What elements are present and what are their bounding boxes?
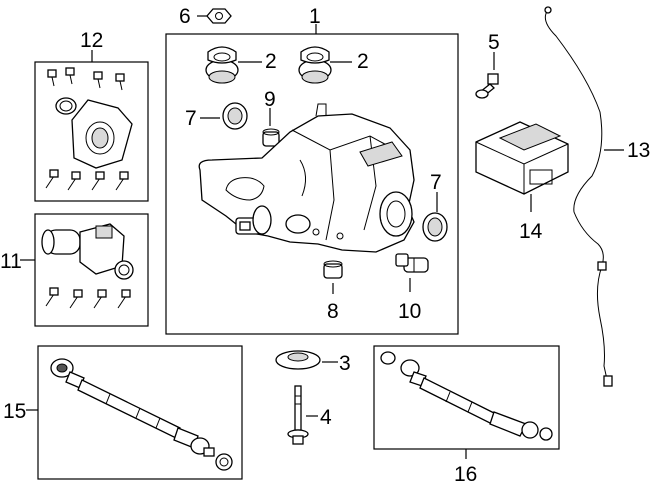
part-3-washer [275, 350, 321, 370]
callout-2-right: 2 [357, 50, 369, 73]
callout-5: 5 [488, 31, 500, 54]
part-12-pump-housing [45, 67, 133, 191]
box-part-15 [37, 345, 243, 480]
part-9-bushing [262, 128, 280, 147]
part-15-drive-shaft [50, 358, 233, 471]
callout-3: 3 [339, 352, 351, 375]
part-8-bushing [323, 260, 343, 279]
part-10-sensor [395, 253, 429, 273]
part-7-seal-right [422, 212, 448, 242]
part-6-nut [206, 8, 232, 24]
callout-14: 14 [519, 220, 543, 243]
part-7-seal-left [222, 102, 248, 130]
callout-7-left: 7 [185, 107, 197, 130]
part-13-cable [544, 6, 613, 387]
callout-9: 9 [264, 88, 276, 111]
callout-15: 15 [3, 400, 26, 423]
callout-13: 13 [627, 139, 650, 162]
callout-8: 8 [327, 300, 339, 323]
callout-11: 11 [0, 250, 22, 273]
callout-4: 4 [320, 406, 332, 429]
part-1-differential [198, 103, 415, 253]
box-part-11 [34, 213, 149, 327]
box-differential-assembly [165, 33, 459, 335]
callout-7-right: 7 [430, 171, 442, 194]
part-5-bolt [475, 73, 499, 99]
callout-16: 16 [454, 463, 477, 486]
part-16-drive-shaft [380, 351, 553, 441]
callout-6: 6 [179, 5, 191, 28]
part-4-bolt [287, 385, 309, 445]
part-2-mount-left [205, 46, 239, 84]
part-14-control-module [475, 121, 569, 195]
callout-10: 10 [398, 300, 421, 323]
callout-1: 1 [309, 5, 321, 28]
callout-12: 12 [80, 29, 103, 52]
part-11-motor [41, 223, 134, 309]
part-2-mount-right [298, 46, 332, 84]
callout-2-left: 2 [265, 50, 277, 73]
